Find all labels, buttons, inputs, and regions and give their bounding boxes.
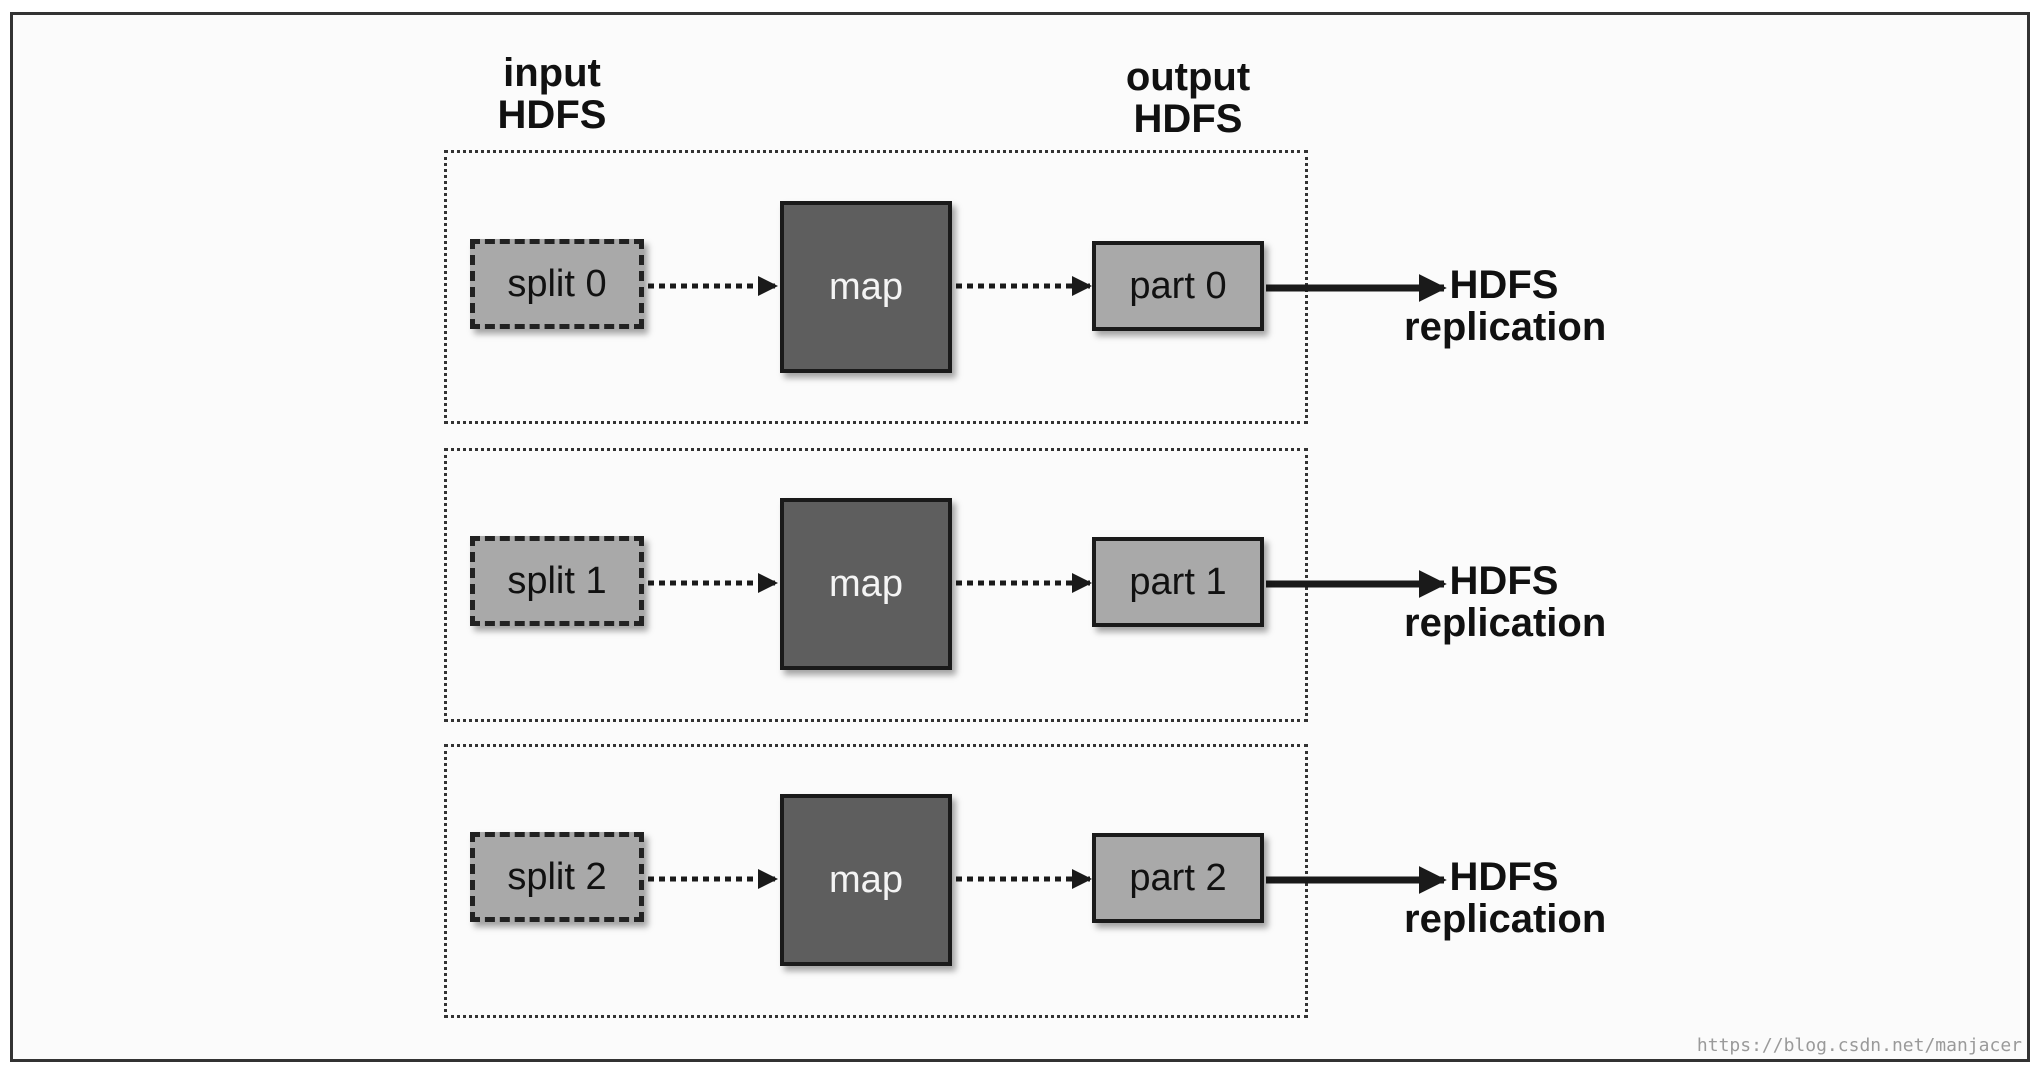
hdfs-replication-label-0: HDFS replication: [1404, 263, 1607, 349]
split-label-2: split 2: [507, 855, 607, 898]
split-box-1: split 1: [470, 536, 644, 626]
map-box-2: map: [780, 794, 952, 966]
replication-line1-2: HDFS: [1449, 855, 1559, 899]
part-box-2: part 2: [1092, 833, 1264, 923]
map-label-0: map: [829, 265, 903, 308]
split-box-2: split 2: [470, 832, 644, 922]
hdfs-replication-label-1: HDFS replication: [1404, 559, 1607, 645]
hdfs-replication-label-2: HDFS replication: [1404, 855, 1607, 941]
part-box-0: part 0: [1092, 241, 1264, 331]
part-label-0: part 0: [1129, 264, 1227, 307]
row-1-arrows: [648, 570, 1447, 598]
part-label-2: part 2: [1129, 856, 1227, 899]
map-label-1: map: [829, 562, 903, 605]
row-0-arrows: [648, 274, 1447, 302]
map-box-0: map: [780, 201, 952, 373]
map-box-1: map: [780, 498, 952, 670]
row-2-arrows: [648, 866, 1447, 894]
replication-line2-2: replication: [1404, 897, 1607, 941]
watermark: https://blog.csdn.net/manjacer: [1696, 1035, 2022, 1056]
output-hdfs-label: output HDFS: [1108, 56, 1268, 140]
part-box-1: part 1: [1092, 537, 1264, 627]
part-label-1: part 1: [1129, 560, 1227, 603]
diagram-frame: [10, 12, 2030, 1062]
split-label-0: split 0: [507, 262, 607, 305]
output-label-line1: output: [1125, 55, 1251, 99]
replication-line2-1: replication: [1404, 601, 1607, 645]
split-label-1: split 1: [507, 559, 607, 602]
split-box-0: split 0: [470, 239, 644, 329]
replication-line1-0: HDFS: [1449, 263, 1559, 307]
replication-line1-1: HDFS: [1449, 559, 1559, 603]
output-label-line2: HDFS: [1133, 97, 1243, 141]
input-hdfs-label: input HDFS: [472, 52, 632, 136]
replication-line2-0: replication: [1404, 305, 1607, 349]
input-label-line2: HDFS: [497, 93, 607, 137]
map-label-2: map: [829, 858, 903, 901]
input-label-line1: input: [503, 51, 601, 95]
